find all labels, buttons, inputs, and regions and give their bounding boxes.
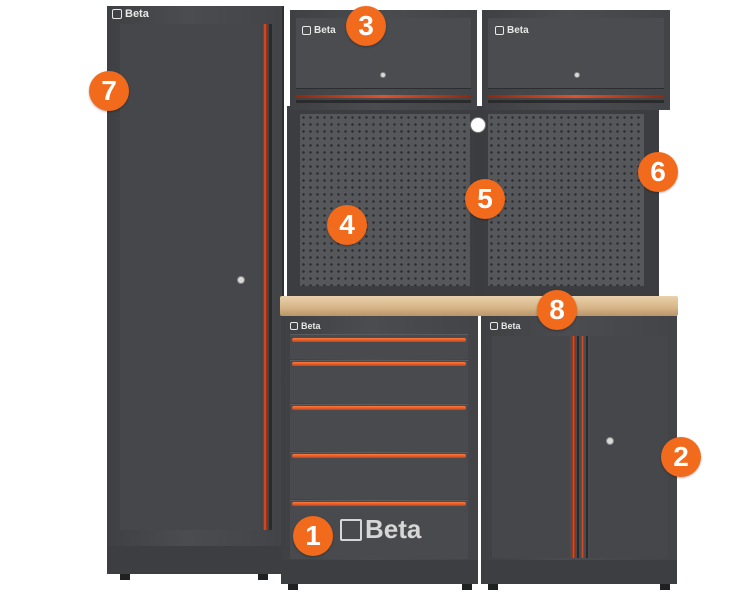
wall-cabinet-left-lock[interactable] <box>380 72 386 78</box>
drawer-cabinet-foot-right <box>462 584 472 590</box>
callout-number: 3 <box>358 10 374 41</box>
drawer-5-handle[interactable] <box>292 502 466 506</box>
beta-logo-icon <box>495 26 504 35</box>
wooden-worktop <box>280 296 678 316</box>
door-cabinet-stripe-dark-right <box>586 336 588 558</box>
callout-badge-7: 7 <box>89 71 129 111</box>
logo-text: Beta <box>125 8 149 20</box>
door-cabinet-stripe-left <box>572 336 575 558</box>
tall-cabinet-stripe <box>263 24 267 530</box>
door-cabinet-logo: Beta <box>490 321 521 331</box>
door-cabinet-left-door[interactable] <box>492 336 570 558</box>
door-cabinet-foot-right <box>660 584 670 590</box>
tall-cabinet-door[interactable] <box>120 24 260 530</box>
beta-logo-icon <box>340 518 362 541</box>
door-cabinet-stripe-right <box>581 336 584 558</box>
beta-logo-icon <box>490 322 498 330</box>
tall-cabinet-foot-right <box>258 574 268 580</box>
callout-number: 7 <box>101 75 117 106</box>
wall-cabinet-left-stripe <box>296 95 471 98</box>
wall-cabinet-left-logo: Beta <box>302 25 336 36</box>
wall-cabinet-left-stripe-dark <box>296 100 471 103</box>
wall-cabinet-right-logo: Beta <box>495 25 529 36</box>
pegboard-hole <box>470 117 486 133</box>
door-cabinet-right-door[interactable] <box>590 336 668 558</box>
drawer-cabinet-foot-left <box>288 584 298 590</box>
logo-text: Beta <box>507 25 529 36</box>
logo-text: Beta <box>301 321 321 331</box>
callout-badge-5: 5 <box>465 179 505 219</box>
beta-logo-icon <box>290 322 298 330</box>
tall-cabinet-foot-left <box>120 574 130 580</box>
door-cabinet-lock[interactable] <box>606 437 614 445</box>
callout-number: 6 <box>650 156 666 187</box>
tall-cabinet-stripe-dark <box>269 24 272 530</box>
callout-number: 4 <box>339 209 355 240</box>
drawer-2-handle[interactable] <box>292 362 466 366</box>
callout-badge-1: 1 <box>293 516 333 556</box>
logo-text: Beta <box>365 514 422 544</box>
drawer-2[interactable] <box>290 360 468 403</box>
drawer-cabinet-logo-small: Beta <box>290 321 321 331</box>
drawer-4-handle[interactable] <box>292 454 466 458</box>
tall-cabinet-base <box>107 546 282 574</box>
drawer-cabinet-logo-large: Beta <box>340 514 421 545</box>
callout-number: 5 <box>477 183 493 214</box>
tall-cabinet-lock[interactable] <box>237 276 245 284</box>
drawer-3-handle[interactable] <box>292 406 466 410</box>
beta-logo-icon <box>302 26 311 35</box>
callout-badge-8: 8 <box>537 290 577 330</box>
door-cabinet-stripe-dark-left <box>577 336 579 558</box>
callout-badge-2: 2 <box>661 437 701 477</box>
pegboard-right <box>488 114 644 286</box>
callout-badge-3: 3 <box>346 6 386 46</box>
callout-number: 8 <box>549 294 565 325</box>
pegboard-left <box>300 114 470 286</box>
tall-cabinet-logo: Beta <box>112 8 149 20</box>
door-cabinet-foot-left <box>488 584 498 590</box>
drawer-1-handle[interactable] <box>292 338 466 342</box>
callout-number: 1 <box>305 520 321 551</box>
callout-badge-6: 6 <box>638 152 678 192</box>
wall-cabinet-right-stripe-dark <box>488 100 664 103</box>
wall-cabinet-right-stripe <box>488 95 664 98</box>
callout-badge-4: 4 <box>327 205 367 245</box>
beta-logo-icon <box>112 9 122 19</box>
door-cabinet-plinth <box>481 560 677 584</box>
callout-number: 2 <box>673 441 689 472</box>
drawer-cabinet-plinth <box>281 560 478 584</box>
logo-text: Beta <box>314 25 336 36</box>
drawer-3[interactable] <box>290 404 468 451</box>
wall-cabinet-right-lock[interactable] <box>574 72 580 78</box>
drawer-4[interactable] <box>290 452 468 499</box>
logo-text: Beta <box>501 321 521 331</box>
